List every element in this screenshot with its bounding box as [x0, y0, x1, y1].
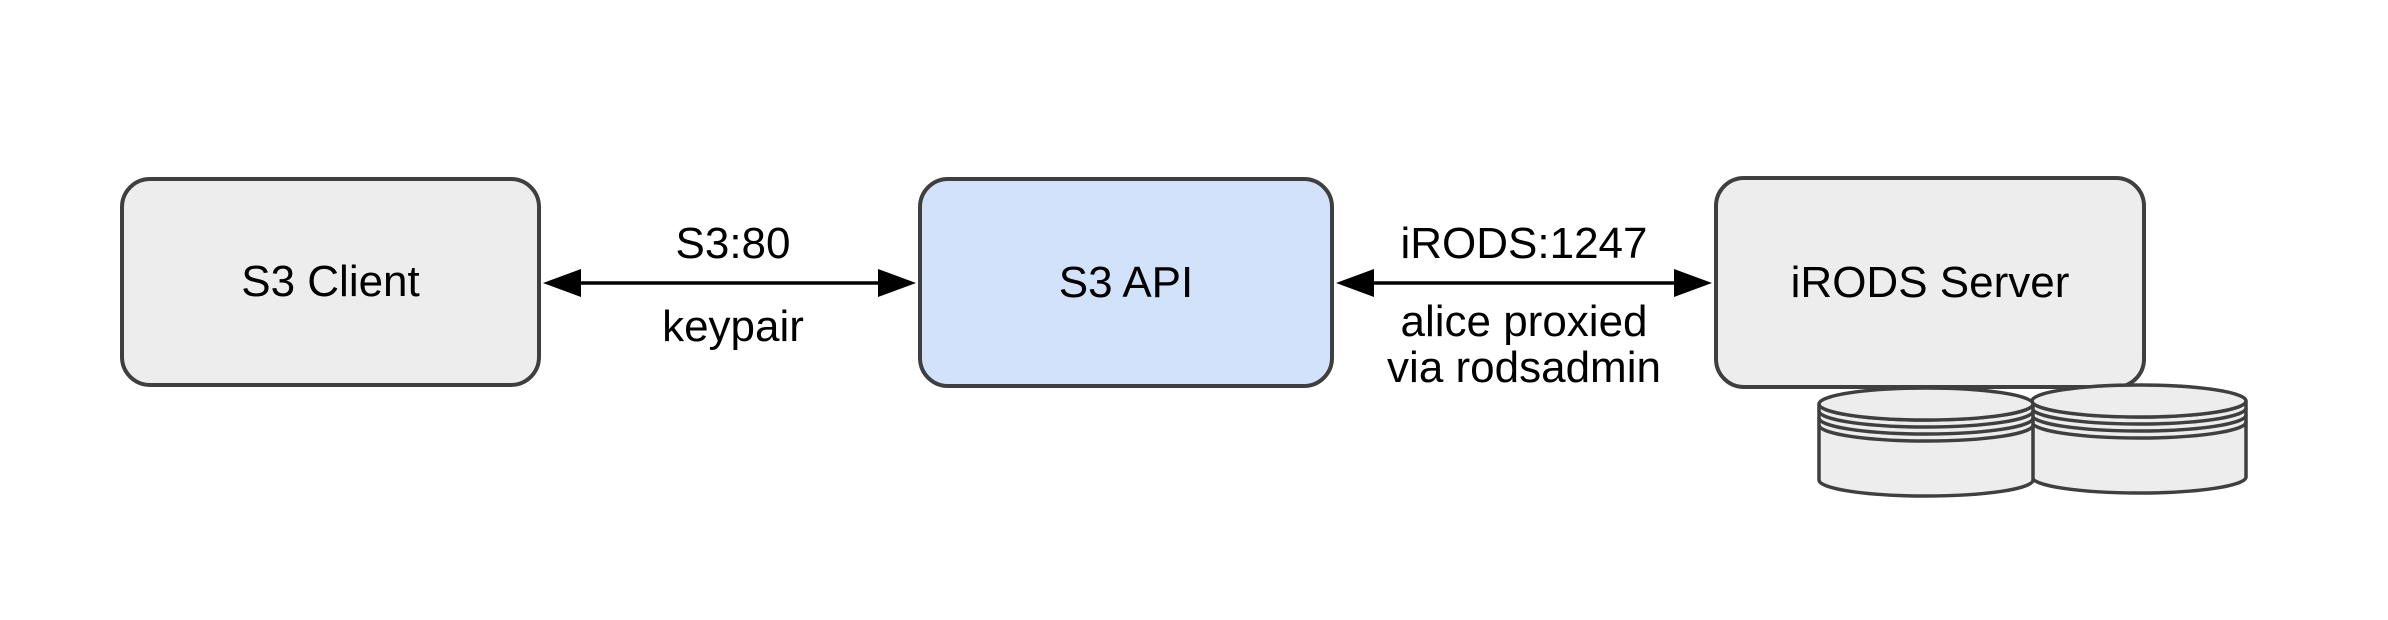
disk-cylinder-icon [1817, 386, 2035, 498]
edge2-auth-label: alice proxied via rodsadmin [1387, 299, 1661, 391]
edge1-auth-label: keypair [662, 302, 804, 351]
edge2-auth-label-line1: alice proxied [1400, 297, 1648, 346]
node-s3-api-label: S3 API [1058, 257, 1194, 307]
arrow-s3api-irods [1336, 269, 1712, 297]
arrow-s3client-s3api [543, 269, 916, 297]
node-s3-client: S3 Client [120, 177, 541, 387]
edge2-auth-label-line2: via rodsadmin [1387, 343, 1661, 392]
node-s3-client-label: S3 Client [241, 257, 420, 306]
node-s3-api: S3 API [918, 177, 1334, 388]
node-irods-server: iRODS Server [1714, 176, 2146, 389]
edge1-port-label: S3:80 [675, 219, 791, 268]
edge2-port-label: iRODS:1247 [1400, 219, 1648, 268]
disk-cylinder-icon [2030, 383, 2248, 495]
node-irods-server-label: iRODS Server [1790, 257, 2070, 307]
